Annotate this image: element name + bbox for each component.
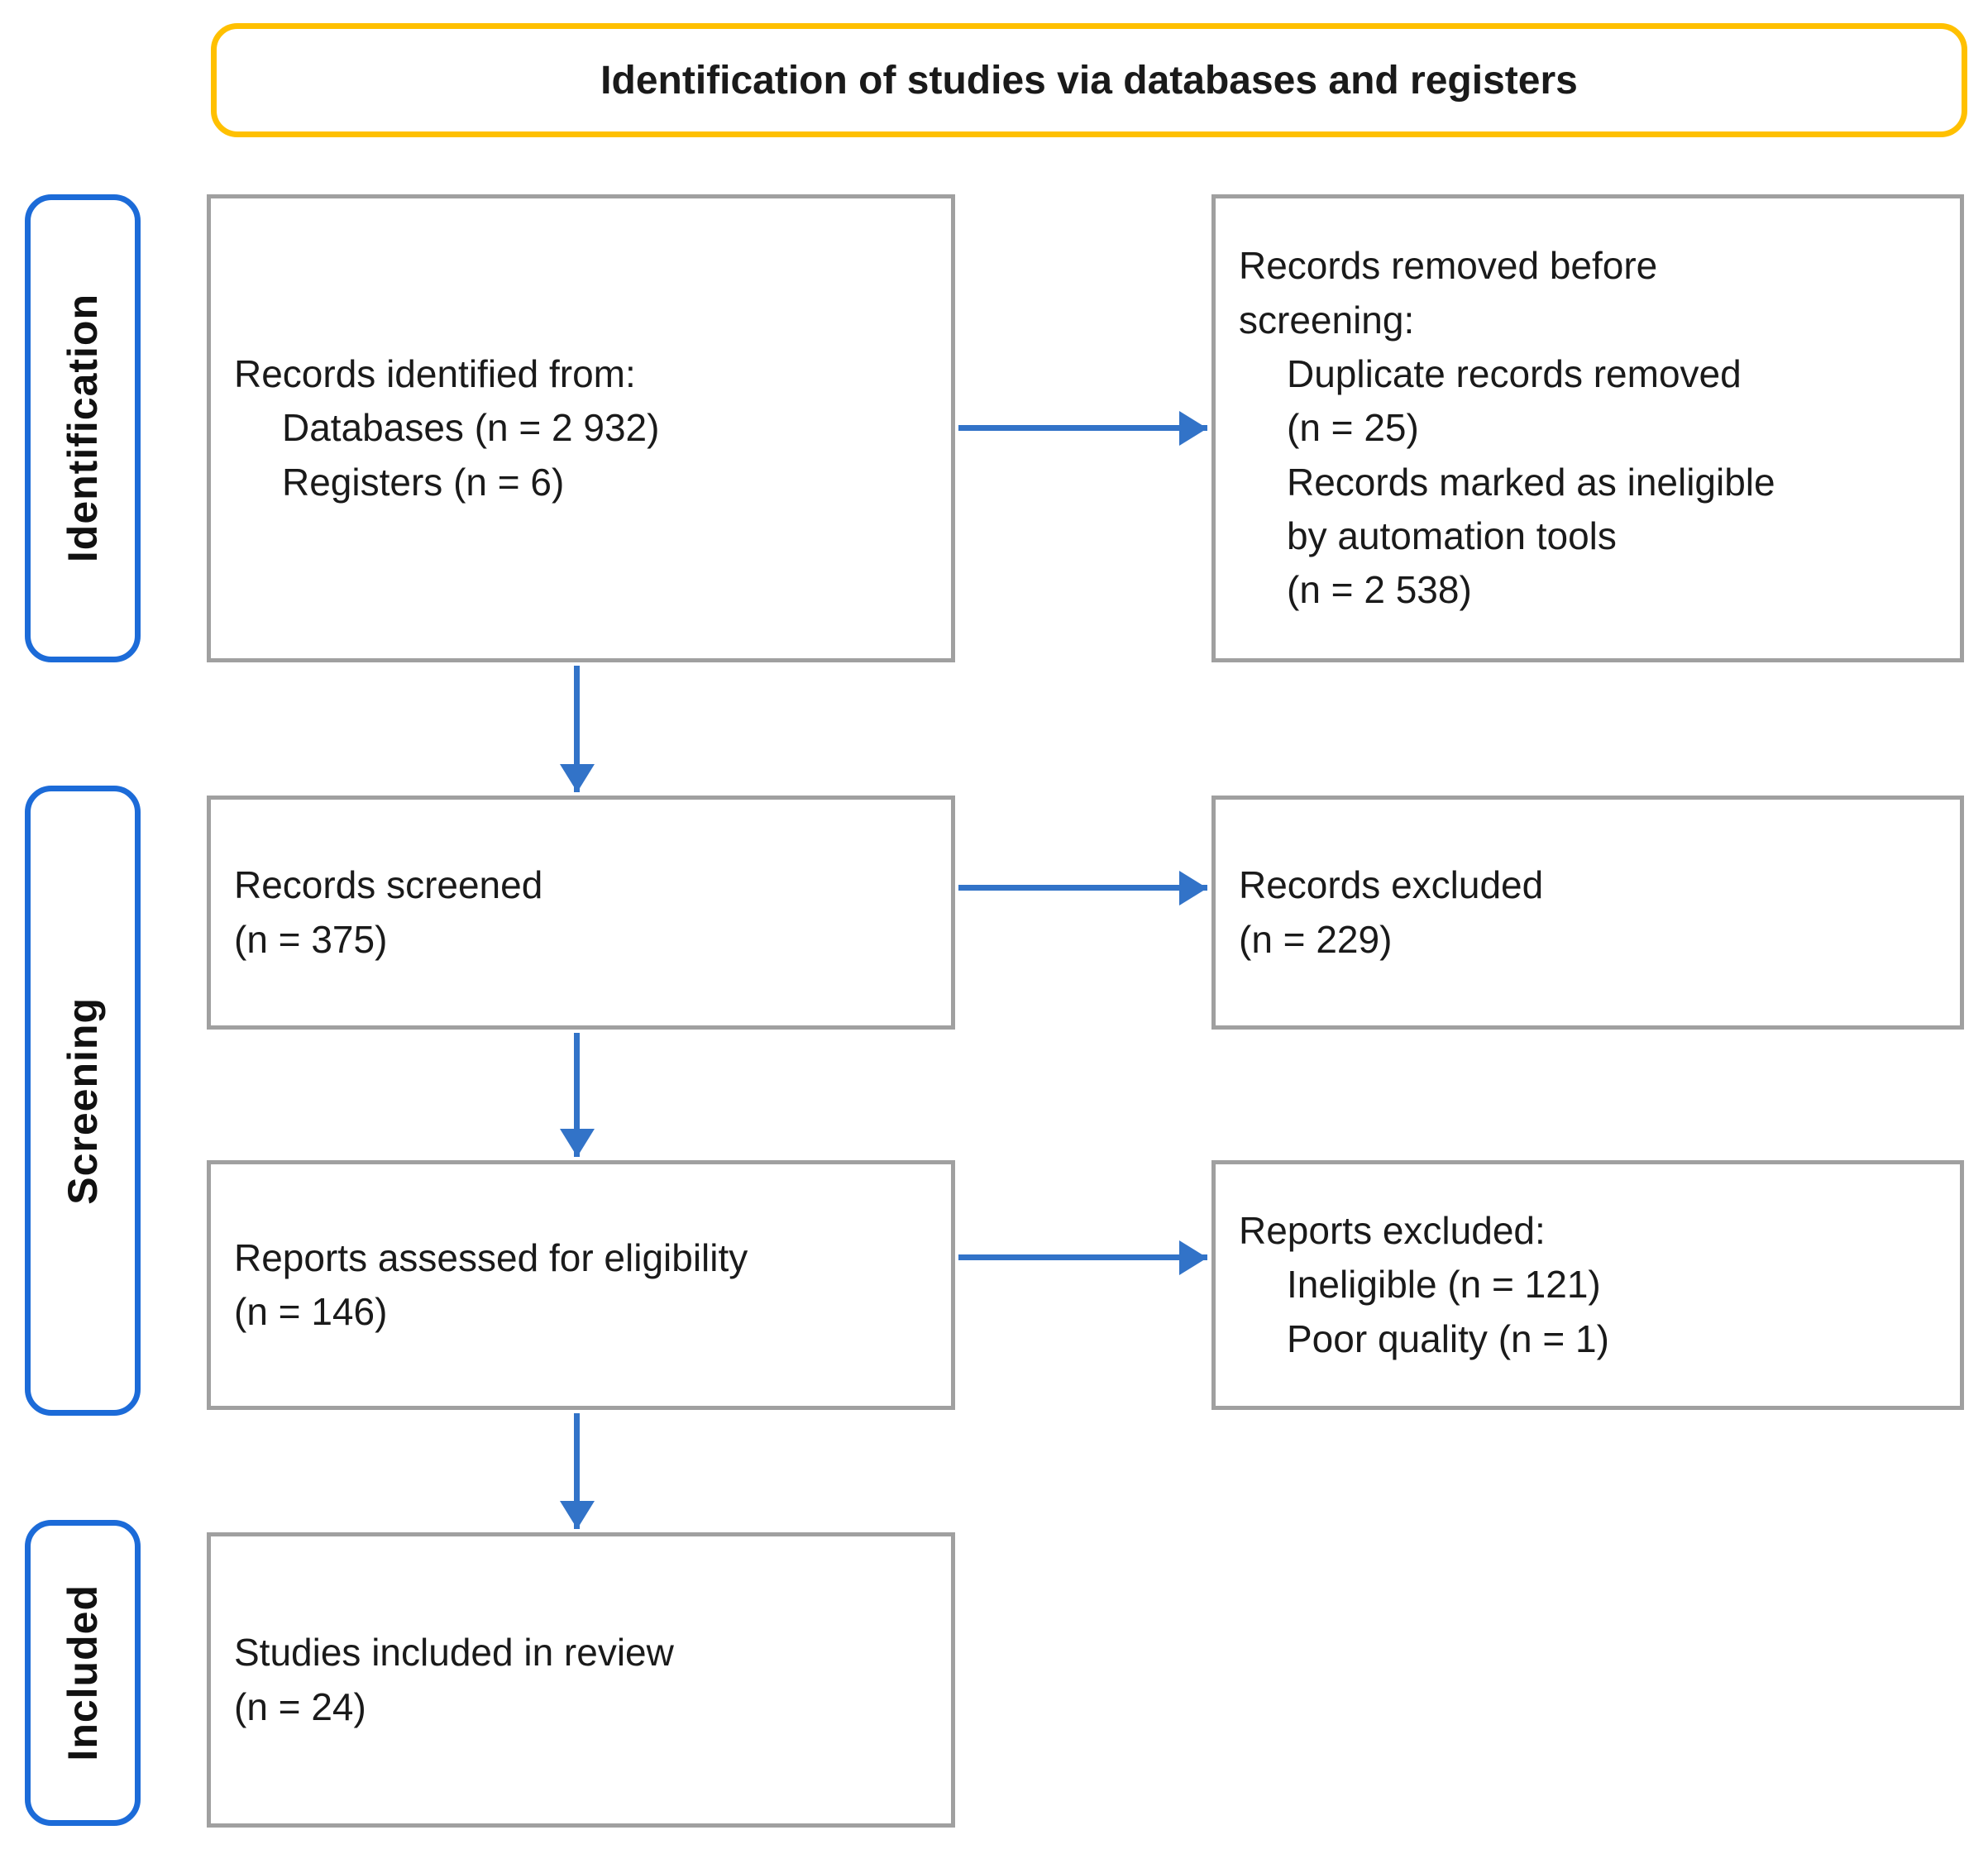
box-line: Studies included in review (234, 1631, 674, 1675)
box-line: Records removed before screening: (1239, 244, 1658, 342)
stage-label-included: Included (25, 1520, 141, 1826)
box-line: Records screened (234, 863, 543, 907)
records-screened-box: Records screened (n = 375) (207, 796, 955, 1030)
box-line: Poor quality (n = 1) (1287, 1316, 1609, 1360)
stage-label-screening: Screening (25, 786, 141, 1416)
box-line: Ineligible (n = 121) (1287, 1263, 1601, 1307)
right-arrow-icon-1 (958, 425, 1207, 431)
right-arrow-icon-2 (958, 885, 1207, 891)
box-line: Records marked as ineligible by automati… (1287, 460, 1775, 612)
box-line: Records identified from: (234, 352, 636, 396)
box-line: Reports assessed for eligibility (234, 1235, 748, 1279)
reports-excluded-box: Reports excluded: Ineligible (n = 121) P… (1211, 1160, 1964, 1410)
reports-assessed-box: Reports assessed for eligibility (n = 14… (207, 1160, 955, 1410)
box-line: (n = 375) (234, 917, 388, 961)
records-excluded-box: Records excluded (n = 229) (1211, 796, 1964, 1030)
box-line: Registers (n = 6) (282, 460, 565, 504)
diagram-title: Identification of studies via databases … (600, 58, 1578, 103)
stage-label-included-text: Included (60, 1584, 106, 1761)
down-arrow-icon-1 (574, 666, 580, 792)
down-arrow-icon-3 (574, 1413, 580, 1529)
stage-label-screening-text: Screening (60, 996, 106, 1205)
down-arrow-icon-2 (574, 1033, 580, 1157)
stage-label-identification: Identification (25, 194, 141, 662)
box-line: (n = 146) (234, 1290, 388, 1333)
box-line: Databases (n = 2 932) (282, 406, 660, 450)
title-box: Identification of studies via databases … (211, 23, 1967, 137)
box-line: Duplicate records removed (n = 25) (1287, 352, 1742, 450)
right-arrow-icon-3 (958, 1254, 1207, 1260)
box-line: (n = 24) (234, 1684, 366, 1728)
box-line: Records excluded (1239, 863, 1544, 907)
box-line: Reports excluded: (1239, 1209, 1546, 1253)
records-identified-box: Records identified from: Databases (n = … (207, 194, 955, 662)
box-line: (n = 229) (1239, 917, 1393, 961)
records-removed-box: Records removed before screening: Duplic… (1211, 194, 1964, 662)
studies-included-box: Studies included in review (n = 24) (207, 1532, 955, 1828)
stage-label-identification-text: Identification (60, 294, 106, 563)
